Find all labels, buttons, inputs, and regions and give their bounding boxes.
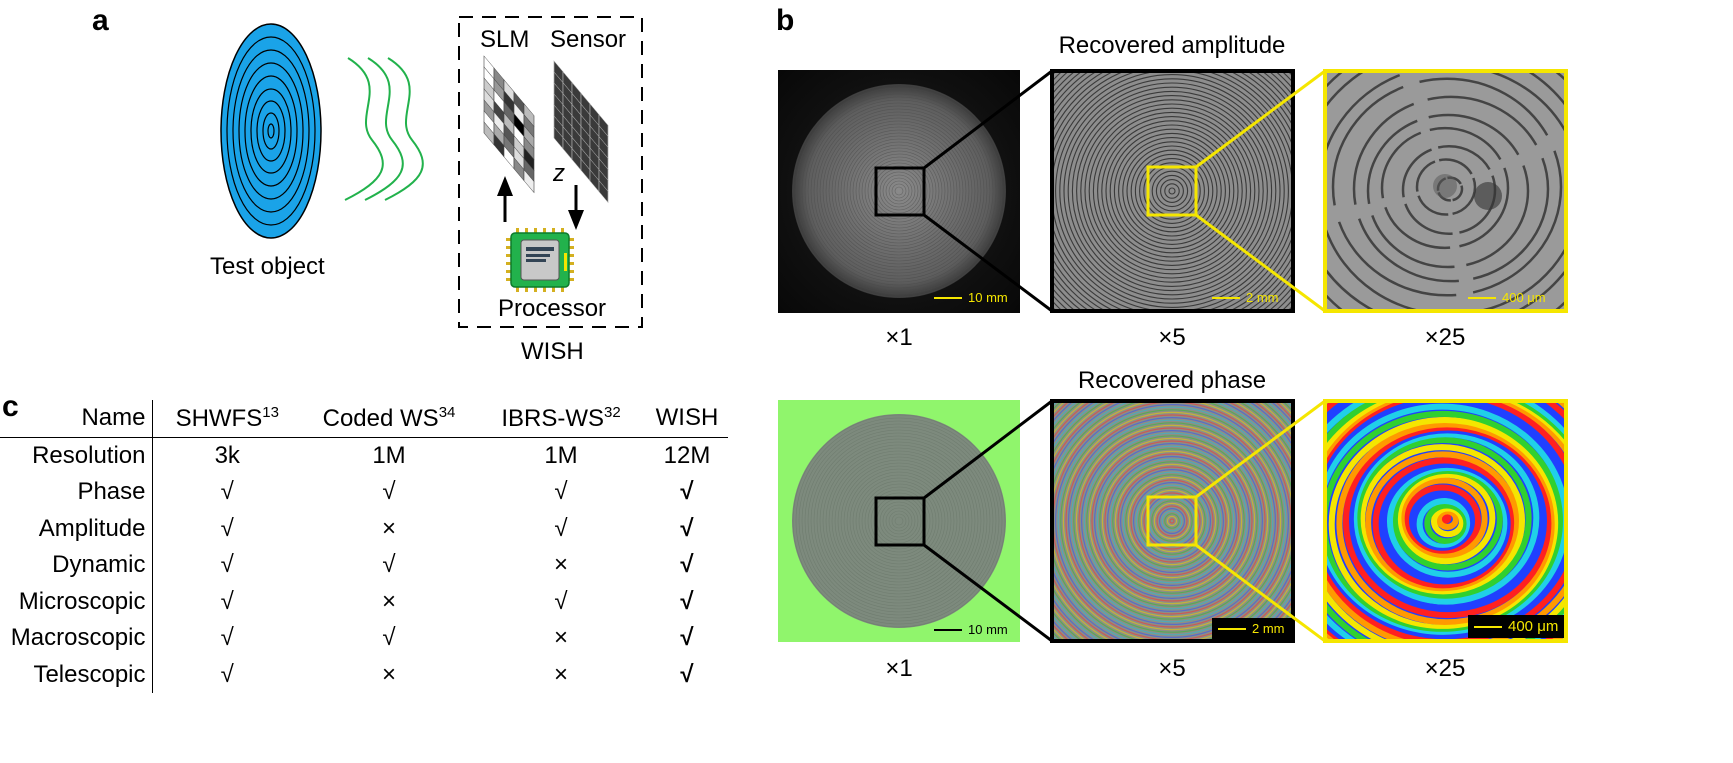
table-cell: √ <box>220 587 234 615</box>
table-cell: × <box>553 624 568 652</box>
phase-x1-image <box>778 400 1020 642</box>
processor-chip-icon <box>506 228 574 292</box>
table-row: Dynamic √ √ × √ <box>0 547 728 584</box>
table-cell: √ <box>220 478 234 506</box>
panel-b-images <box>778 69 1568 643</box>
slm-label: SLM <box>480 26 530 53</box>
scalebar-ph-x5: 2 mm <box>1212 618 1291 639</box>
amplitude-title: Recovered amplitude <box>1058 32 1286 59</box>
table-cell: √ <box>680 587 694 615</box>
table-cell: √ <box>382 478 396 506</box>
row-name: Dynamic <box>0 547 153 584</box>
table-cell: √ <box>680 660 694 688</box>
table-row: Macroscopic √ √ × √ <box>0 620 728 657</box>
header-ibrs-ws: IBRS-WS32 <box>476 400 646 438</box>
header-wish: WISH <box>646 400 728 438</box>
phase-x5-image <box>1052 401 1293 641</box>
table-cell: √ <box>680 624 694 652</box>
amplitude-x1-image <box>778 70 1020 313</box>
scalebar-amp-x25: 400 μm <box>1468 290 1546 305</box>
table-row: Telescopic √ × × √ <box>0 656 728 693</box>
row-name: Resolution <box>0 437 153 474</box>
table-cell: √ <box>680 478 694 506</box>
arrow-up <box>497 176 513 222</box>
mag-amp-x1: ×1 <box>885 324 913 351</box>
processor-label: Processor <box>498 295 607 322</box>
panel-a-diagram <box>220 16 643 328</box>
row-name: Amplitude <box>0 510 153 547</box>
test-object-label: Test object <box>210 253 325 280</box>
wavefronts <box>344 57 424 201</box>
mag-amp-x5: ×5 <box>1158 324 1186 351</box>
table-row: Amplitude √ × √ √ <box>0 510 728 547</box>
phase-title: Recovered phase <box>1077 367 1267 394</box>
phase-x25-image <box>1325 401 1566 641</box>
row-name: Phase <box>0 474 153 511</box>
scalebar-ph-x25: 400 μm <box>1468 615 1565 638</box>
table-cell: × <box>381 587 396 615</box>
table-cell: 1M <box>544 441 578 469</box>
amplitude-x5-image <box>1052 71 1293 311</box>
table-cell: × <box>381 514 396 542</box>
table-cell: √ <box>220 551 234 579</box>
amplitude-x25-image <box>1325 71 1566 311</box>
wish-label: WISH <box>521 338 584 365</box>
mag-ph-x1: ×1 <box>885 655 913 682</box>
header-coded-ws: Coded WS34 <box>302 400 476 438</box>
row-name: Macroscopic <box>0 620 153 657</box>
arrow-down <box>568 185 584 230</box>
row-name: Telescopic <box>0 656 153 693</box>
table-header-row: Name SHWFS13 Coded WS34 IBRS-WS32 WISH <box>0 400 728 438</box>
panel-b-letter: b <box>776 4 795 37</box>
table-cell: √ <box>680 514 694 542</box>
table-cell: √ <box>220 514 234 542</box>
table-cell: × <box>381 660 396 688</box>
sensor-grid <box>553 60 609 204</box>
table-row: Resolution 3k 1M 1M 12M <box>0 437 728 474</box>
table-cell: × <box>553 551 568 579</box>
table-cell: 3k <box>214 441 240 469</box>
mag-ph-x25: ×25 <box>1424 655 1466 682</box>
table-cell: √ <box>382 624 396 652</box>
scalebar-amp-x5: 2 mm <box>1212 290 1279 305</box>
test-object <box>220 23 322 239</box>
row-name: Microscopic <box>0 583 153 620</box>
sensor-label: Sensor <box>550 26 627 53</box>
table-cell: √ <box>554 514 568 542</box>
slm-pattern <box>483 55 535 194</box>
mag-amp-x25: ×25 <box>1424 324 1466 351</box>
comparison-table: Name SHWFS13 Coded WS34 IBRS-WS32 WISH R… <box>0 400 728 693</box>
table-cell: 12M <box>663 441 711 469</box>
wish-system-box <box>458 16 643 328</box>
scalebar-amp-x1: 10 mm <box>934 290 1008 305</box>
table-cell: √ <box>382 551 396 579</box>
table-cell: 1M <box>372 441 406 469</box>
table-row: Microscopic √ × √ √ <box>0 583 728 620</box>
mag-ph-x5: ×5 <box>1158 655 1186 682</box>
table-cell: √ <box>680 551 694 579</box>
table-cell: √ <box>554 478 568 506</box>
table-cell: × <box>553 660 568 688</box>
table-cell: √ <box>220 660 234 688</box>
table-cell: √ <box>220 624 234 652</box>
header-shwfs: SHWFS13 <box>152 400 302 438</box>
header-name: Name <box>0 400 153 438</box>
z-distance-label: z <box>553 160 565 187</box>
table-row: Phase √ √ √ √ <box>0 474 728 511</box>
scalebar-ph-x1: 10 mm <box>934 622 1008 637</box>
panel-a-letter: a <box>92 4 109 37</box>
table-cell: √ <box>554 587 568 615</box>
